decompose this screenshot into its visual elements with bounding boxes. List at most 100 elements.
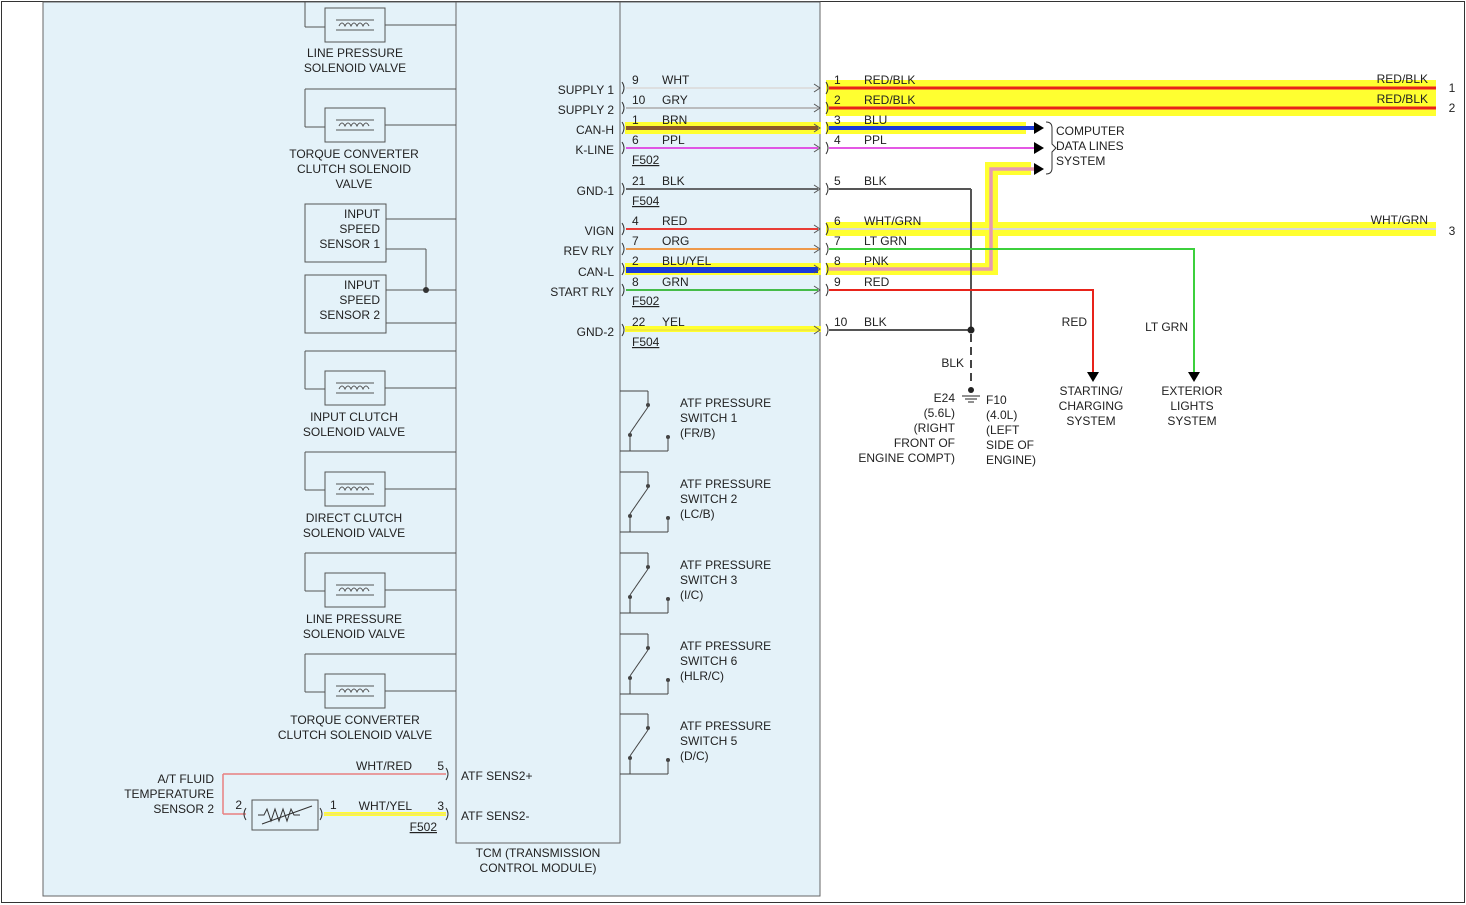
wire-color-label: BLK <box>864 174 887 188</box>
switch-blade <box>629 487 649 515</box>
sensor-label: SENSOR 2 <box>319 308 380 322</box>
tcm-signal-label: CAN-H <box>576 123 614 137</box>
sensor-label: SPEED <box>339 293 380 307</box>
wire-color-label: PNK <box>864 254 889 268</box>
component-label: VALVE <box>336 177 373 191</box>
pressure-switch-label: SWITCH 2 <box>680 492 738 506</box>
wire-color-label: WHT/RED <box>356 759 412 773</box>
wire-color-label: PPL <box>662 133 685 147</box>
connector-arrow <box>813 83 821 93</box>
wire-color-label: BLU/YEL <box>662 254 712 268</box>
tcm-signal-label: REV RLY <box>564 244 614 258</box>
pressure-switch-label: ATF PRESSURE <box>680 639 771 653</box>
switch-blade <box>629 406 649 434</box>
highlight-band <box>826 80 1436 116</box>
solenoid-symbol <box>324 370 386 406</box>
pin-number: 4 <box>834 133 841 147</box>
switch-contact <box>666 597 670 601</box>
pin-number: 21 <box>632 174 646 188</box>
pin-number: 7 <box>632 234 639 248</box>
pin-number: 4 <box>632 214 639 228</box>
component-label: CLUTCH SOLENOID <box>297 162 411 176</box>
tcm-pin-connector <box>621 323 625 337</box>
component-label: DIRECT CLUTCH <box>306 511 402 525</box>
pin-number: 8 <box>834 254 841 268</box>
fluid-sensor-label: A/T FLUID <box>158 772 215 786</box>
connector-right <box>319 807 323 821</box>
component-label: SOLENOID VALVE <box>303 425 405 439</box>
switch-contact <box>646 646 650 650</box>
harness-connector <box>825 242 829 256</box>
pressure-switch-label: (FR/B) <box>680 426 715 440</box>
pin-number: 1 <box>632 113 639 127</box>
data-lines-label: SYSTEM <box>1056 154 1105 168</box>
pressure-switch-label: (LC/B) <box>680 507 715 521</box>
switch-blade <box>629 568 649 596</box>
wire-color-label: BRN <box>662 113 687 127</box>
tcm-pin-connector <box>621 242 625 256</box>
pressure-switch-label: (D/C) <box>680 749 709 763</box>
coil-icon <box>338 385 370 391</box>
switch-contact <box>646 484 650 488</box>
system-label: STARTING/ <box>1060 384 1124 398</box>
tcm-label: CONTROL MODULE) <box>480 861 597 875</box>
arrow-icon <box>1034 163 1044 175</box>
sensor-label: SENSOR 1 <box>319 237 380 251</box>
ground-label: (RIGHT <box>914 421 956 435</box>
pin-number: 5 <box>437 759 444 773</box>
component-label: SOLENOID VALVE <box>304 61 406 75</box>
harness-connector <box>825 81 829 95</box>
tcm-signal-label: SUPPLY 2 <box>558 103 615 117</box>
component-label: TORQUE CONVERTER <box>290 713 420 727</box>
switch-contact <box>666 758 670 762</box>
harness-connector <box>825 141 829 155</box>
switch-contact <box>666 435 670 439</box>
switch-blade <box>629 649 649 677</box>
ground-label: F10 <box>986 393 1007 407</box>
wire-color-label: BLU <box>864 113 887 127</box>
tcm-pin-connector <box>621 101 625 115</box>
pin-number: 9 <box>632 73 639 87</box>
switch-contact <box>666 516 670 520</box>
connector-arrow <box>813 264 821 274</box>
tcm-signal-label: GND-2 <box>577 325 615 339</box>
wire-color-label: WHT/GRN <box>1371 213 1428 227</box>
pin-number: 5 <box>834 174 841 188</box>
sensor-label: SPEED <box>339 222 380 236</box>
wire-end-number: 3 <box>1449 224 1456 238</box>
wire-color-label: RED <box>1062 315 1088 329</box>
switch-contact <box>628 514 632 518</box>
sensor-label: INPUT <box>344 278 381 292</box>
highlight-band <box>625 326 821 332</box>
harness-connector <box>825 121 829 135</box>
pin-number: 9 <box>834 275 841 289</box>
tcm-pin-connector <box>621 283 625 297</box>
resistor-icon <box>258 807 300 823</box>
wire-color-label: RED <box>864 275 890 289</box>
harness-connector <box>825 283 829 297</box>
switch-contact <box>628 595 632 599</box>
pressure-switch-label: SWITCH 6 <box>680 654 738 668</box>
switch-contact <box>666 678 670 682</box>
arrow-icon <box>1034 142 1044 154</box>
pin-number: 8 <box>632 275 639 289</box>
wire-end-number: 2 <box>1449 101 1456 115</box>
rev-relay-wire <box>829 248 1195 372</box>
tcm-pin-connector <box>621 81 625 95</box>
pin-number: 2 <box>632 254 639 268</box>
sensor-label: INPUT <box>344 207 381 221</box>
signal-label: ATF SENS2+ <box>461 769 532 783</box>
wire-color-label: YEL <box>662 315 685 329</box>
component-label: LINE PRESSURE <box>306 612 402 626</box>
pin-number: 1 <box>834 73 841 87</box>
speed-sensor-box <box>304 274 387 334</box>
arrow-icon <box>1188 372 1200 382</box>
connector-arrow <box>813 244 821 254</box>
connector-pin3 <box>445 807 449 821</box>
wire-color-label: RED/BLK <box>864 93 915 107</box>
solenoid-symbol <box>324 471 386 507</box>
arrow-icon <box>1087 372 1099 382</box>
connector-label: F504 <box>632 335 660 349</box>
harness-connector <box>825 262 829 276</box>
